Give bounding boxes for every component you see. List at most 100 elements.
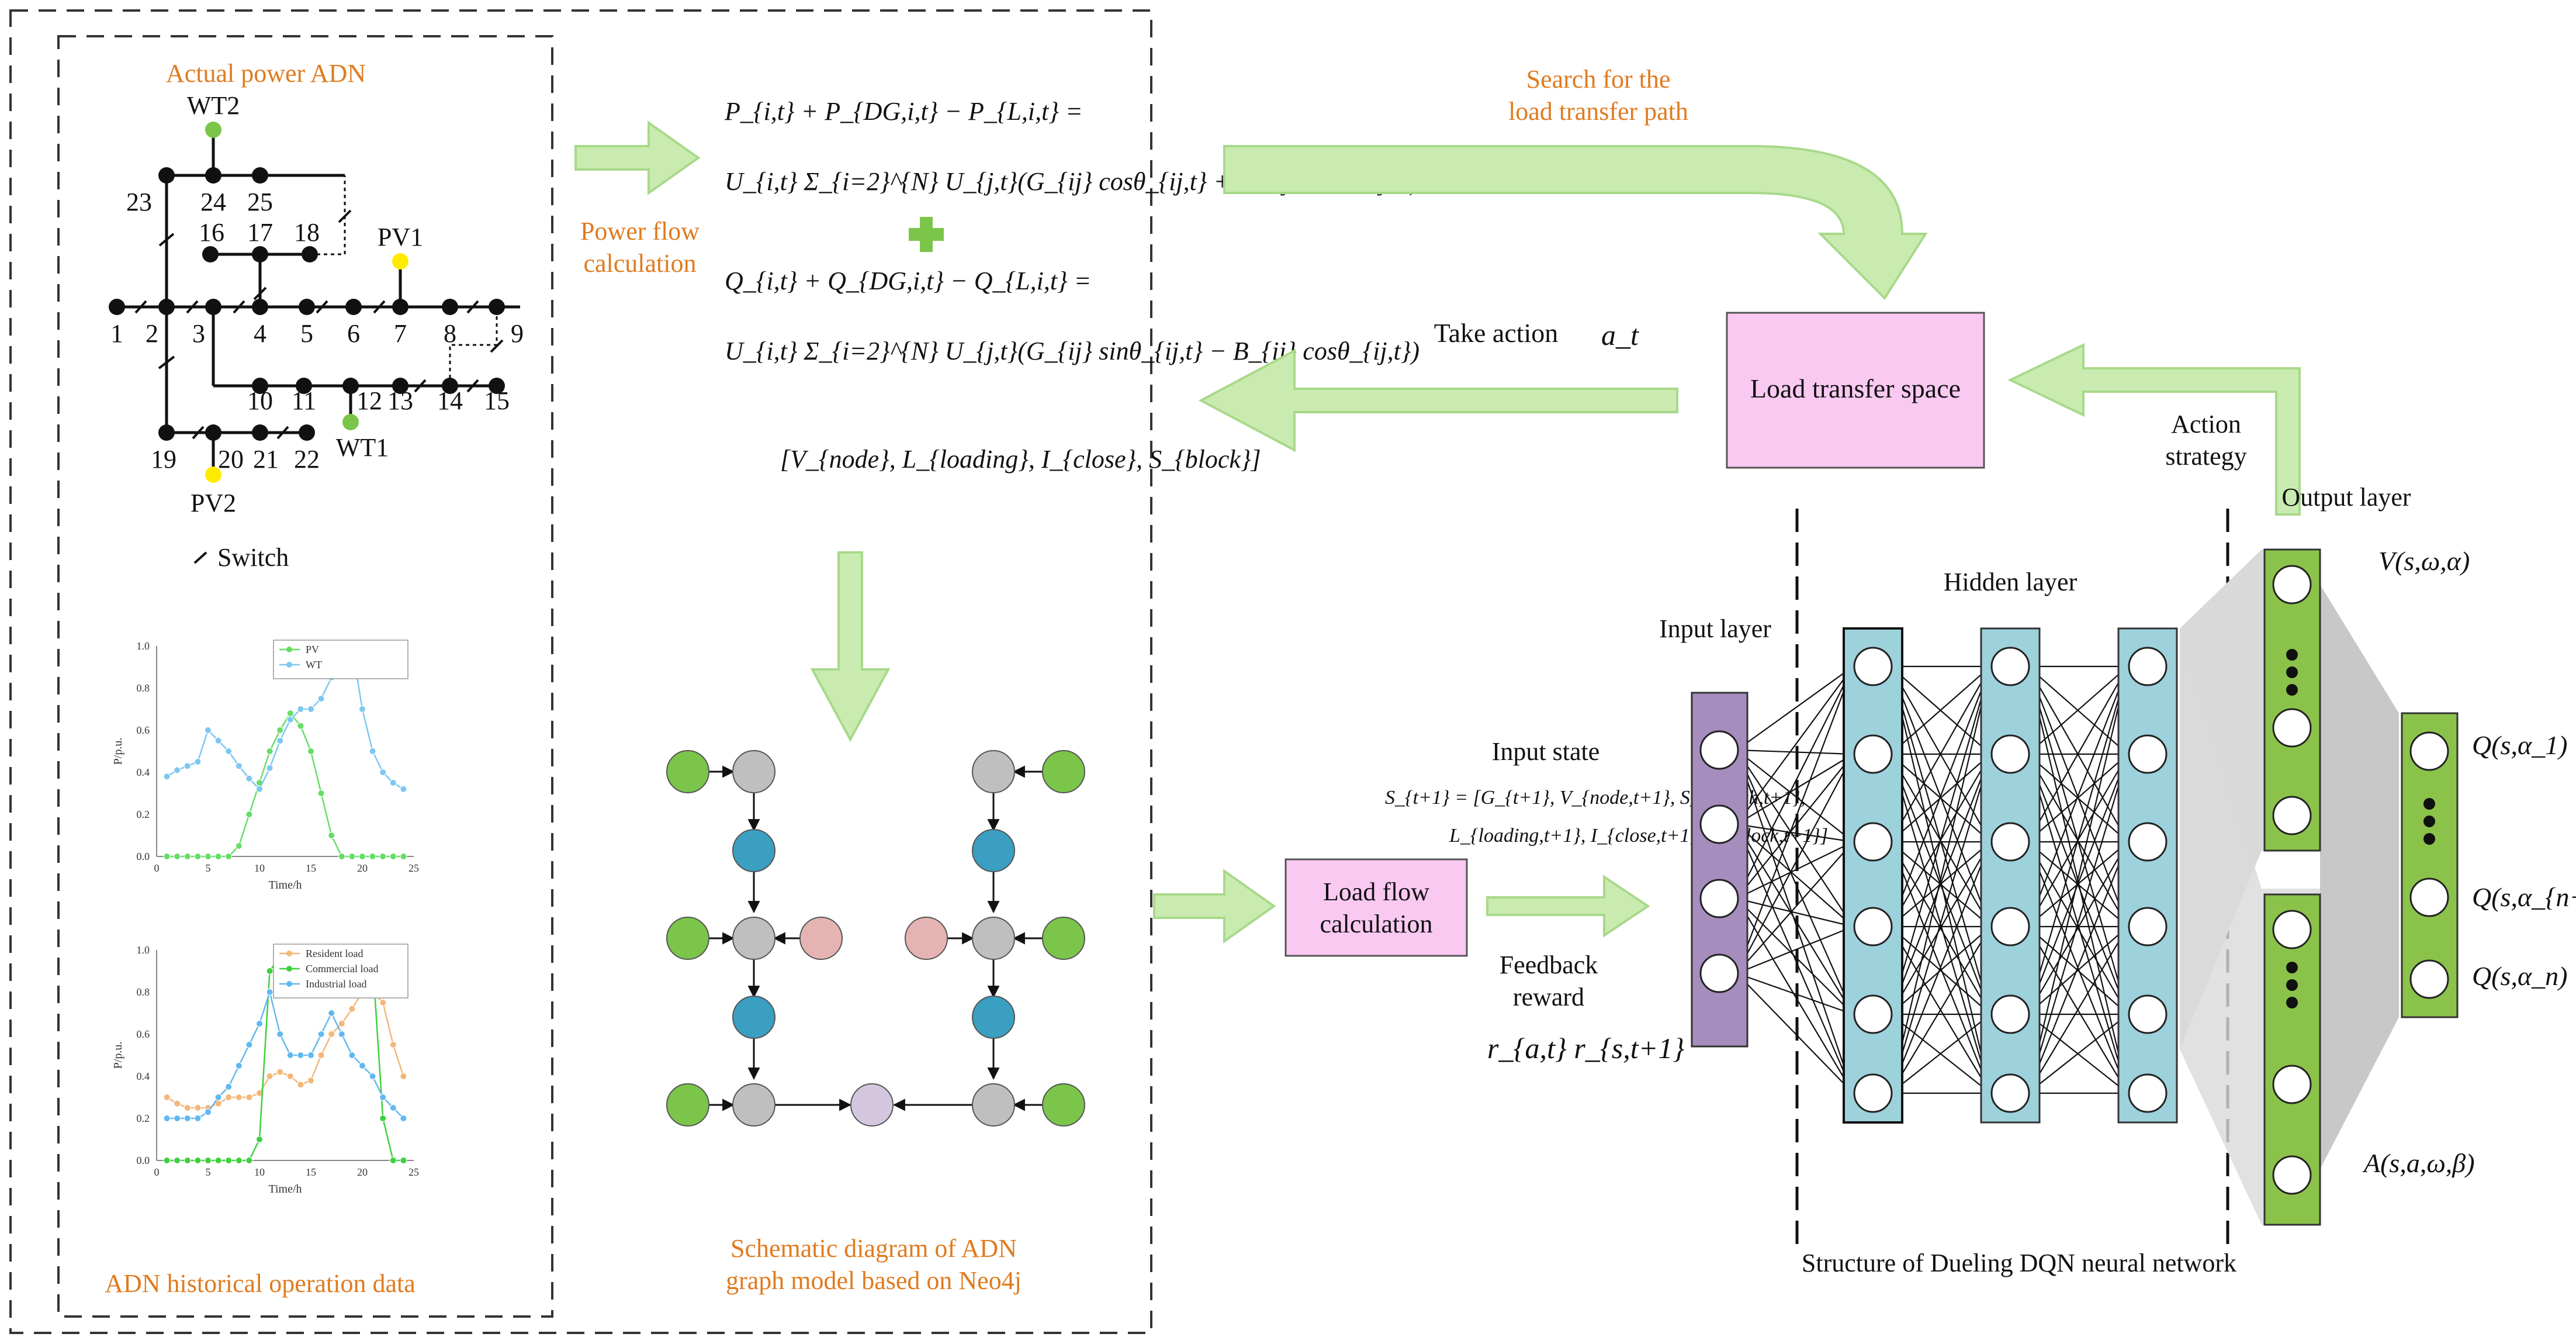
nn-edge bbox=[1736, 898, 1854, 1094]
chart1-xlabel: Time/h bbox=[268, 879, 302, 892]
history-title: ADN historical operation data bbox=[105, 1269, 416, 1298]
nn-edge bbox=[2027, 666, 2129, 1094]
chart2-series-2-point bbox=[307, 1052, 314, 1059]
chart1-series-0-point bbox=[205, 853, 212, 860]
chart1-series-1-point bbox=[225, 748, 233, 755]
nn-edge bbox=[2027, 666, 2128, 842]
chart2-series-1-point bbox=[379, 1115, 387, 1122]
chart2-series-0-line bbox=[166, 991, 404, 1109]
qn-label: Q(s,α_n) bbox=[2472, 961, 2567, 991]
node-20: 20 bbox=[218, 445, 244, 474]
chart1-series-0-point bbox=[317, 790, 325, 797]
chart2-series-1-point bbox=[183, 1157, 191, 1164]
load-flow-calc-label-1: Load flow bbox=[1323, 877, 1429, 906]
nn-edge bbox=[1736, 749, 1854, 1015]
adn-network: Actual power ADN bbox=[109, 59, 524, 572]
chart2-series-2-point bbox=[328, 1010, 335, 1017]
nn-edge bbox=[1890, 666, 1991, 842]
chart2-ytick: 0.4 bbox=[137, 1070, 150, 1082]
chart2-series-2-point bbox=[389, 1104, 397, 1111]
chart2-ytick: 0.6 bbox=[137, 1028, 150, 1040]
load-flow-calc-box bbox=[1284, 858, 1468, 957]
hidden-layer-1-box bbox=[1843, 627, 1903, 1124]
node-18: 18 bbox=[294, 218, 320, 247]
chart2-series-2-point bbox=[297, 1052, 304, 1059]
chart1-series-0-point bbox=[359, 853, 366, 860]
nn-edge bbox=[1736, 666, 1854, 825]
take-action-symbol: a_t bbox=[1601, 319, 1639, 351]
nn-neuron-layer-1 bbox=[1853, 907, 1893, 946]
chart1-series-1-point bbox=[256, 785, 263, 793]
nn-neuron-layer-3 bbox=[2128, 907, 2168, 946]
chart1-series-0-point bbox=[194, 853, 202, 860]
nn-neuron-layer-0 bbox=[1699, 730, 1739, 770]
chart1-legend bbox=[273, 640, 408, 679]
chart1-series-1-point bbox=[307, 706, 314, 713]
chart2-series-1-point bbox=[205, 1157, 212, 1164]
nn-edge bbox=[1736, 841, 1854, 974]
chart1-series-1-point bbox=[359, 706, 366, 713]
load-transfer-space-box bbox=[1726, 312, 1985, 469]
nn-neuron-layer-0 bbox=[1699, 804, 1739, 844]
chart1-ytick: 0.4 bbox=[137, 766, 150, 778]
nn-edge bbox=[1736, 754, 1854, 825]
node-2: 2 bbox=[146, 319, 158, 348]
chart1-xtick: 25 bbox=[408, 862, 419, 874]
nn-neuron-layer-3 bbox=[2128, 734, 2168, 774]
node-14: 14 bbox=[437, 386, 463, 415]
chart2-series-2-point bbox=[359, 1062, 366, 1069]
nn-edge bbox=[2027, 666, 2129, 1015]
input-state-label: Input state bbox=[1492, 737, 1600, 766]
chart1-series-0-point bbox=[245, 811, 253, 818]
nn-edge bbox=[1736, 666, 1854, 899]
nn-neuron-layer-2 bbox=[1990, 822, 2030, 862]
eq-vector: [V_{node}, L_{loading}, I_{close}, S_{bl… bbox=[780, 445, 1261, 474]
pv1-generator bbox=[392, 253, 408, 270]
chart2-series-2-point bbox=[194, 1115, 202, 1122]
nn-edge bbox=[1889, 841, 1992, 1094]
nn-neuron-layer-2 bbox=[1990, 734, 2030, 774]
chart1-series-1-point bbox=[235, 762, 243, 770]
ellipsis-dots bbox=[2286, 649, 2435, 1008]
chart2-xtick: 15 bbox=[306, 1166, 316, 1178]
chart1-series-0-point bbox=[369, 853, 376, 860]
chart1-series-1-point bbox=[317, 695, 325, 702]
chart2-series-0-point bbox=[307, 1077, 314, 1084]
chart2-xtick: 0 bbox=[154, 1166, 160, 1178]
action-strategy-arrow bbox=[2007, 343, 2301, 516]
nn-edge bbox=[2027, 841, 2129, 1094]
nn-neuron-layer-3 bbox=[2128, 994, 2168, 1034]
chart1-series-1-point bbox=[266, 764, 273, 772]
chart2-series-2-point bbox=[256, 1020, 263, 1027]
chart1-ylabel: P/p.u. bbox=[112, 738, 124, 765]
nn-edge bbox=[2027, 841, 2128, 1015]
nn-edge bbox=[1889, 754, 1992, 1094]
neo4j-nodes bbox=[666, 750, 1085, 1127]
chart1-ytick: 1.0 bbox=[137, 640, 150, 652]
nn-edge bbox=[1736, 824, 1854, 1015]
node-16: 16 bbox=[199, 218, 224, 247]
advantage-function-label: A(s,a,ω,β) bbox=[2362, 1148, 2475, 1178]
chart1-series-0-point bbox=[379, 853, 387, 860]
node-1: 1 bbox=[110, 319, 123, 348]
chart2-series-0-point bbox=[163, 1094, 171, 1101]
chart2-series-1-point bbox=[225, 1157, 233, 1164]
hidden-layer-label: Hidden layer bbox=[1944, 568, 2078, 596]
switch-legend-label: Switch bbox=[217, 543, 289, 572]
qn1-label: Q(s,α_{n−1}) bbox=[2472, 882, 2576, 912]
action-strategy-label-2: strategy bbox=[2165, 442, 2246, 471]
chart2-legend-marker bbox=[286, 966, 292, 972]
nn-edge bbox=[1736, 824, 1854, 1094]
chart1-series-0-point bbox=[214, 853, 222, 860]
load-flow-calc-label-2: calculation bbox=[1320, 910, 1432, 938]
reward-symbols: r_{a,t} r_{s,t+1} bbox=[1487, 1032, 1684, 1065]
node-6: 6 bbox=[347, 319, 360, 348]
nn-neuron-layer-2 bbox=[1990, 647, 2030, 686]
chart2-series-0-point bbox=[338, 1020, 345, 1027]
chart1-series-1-point bbox=[297, 706, 304, 713]
nn-edge bbox=[2027, 754, 2129, 1094]
q1-label: Q(s,α_1) bbox=[2472, 730, 2567, 760]
chart2-series-0-point bbox=[245, 1094, 253, 1101]
chart1-series-1-line bbox=[166, 645, 404, 790]
